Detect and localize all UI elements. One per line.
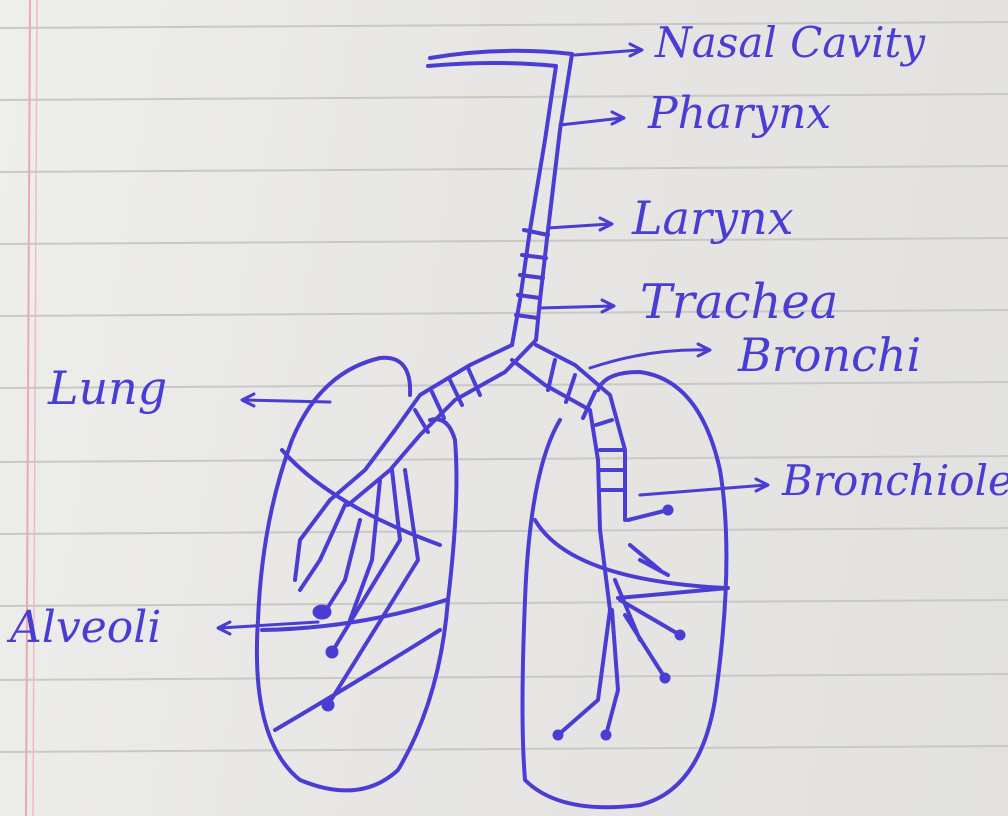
arrow-nasal-cavity (575, 44, 642, 56)
alveoli-dots-right (553, 505, 685, 740)
label-bronchioles: Bronchioles (782, 460, 1008, 502)
label-bronchi: Bronchi (738, 332, 921, 378)
arrow-trachea (540, 300, 614, 312)
label-alveoli: Alveoli (10, 606, 161, 650)
arrow-pharynx (560, 112, 624, 125)
label-nasal-cavity: Nasal Cavity (655, 22, 925, 64)
arrow-bronchi (590, 344, 710, 368)
label-trachea: Trachea (640, 278, 838, 326)
label-lung: Lung (48, 365, 167, 411)
right-lung (523, 372, 729, 807)
bronchi-drawing (330, 340, 625, 530)
arrow-bronchioles (640, 479, 768, 495)
airway (428, 51, 572, 345)
left-lung (257, 358, 457, 791)
label-larynx: Larynx (632, 195, 794, 241)
label-pharynx: Pharynx (648, 92, 831, 136)
arrow-larynx (548, 218, 612, 230)
